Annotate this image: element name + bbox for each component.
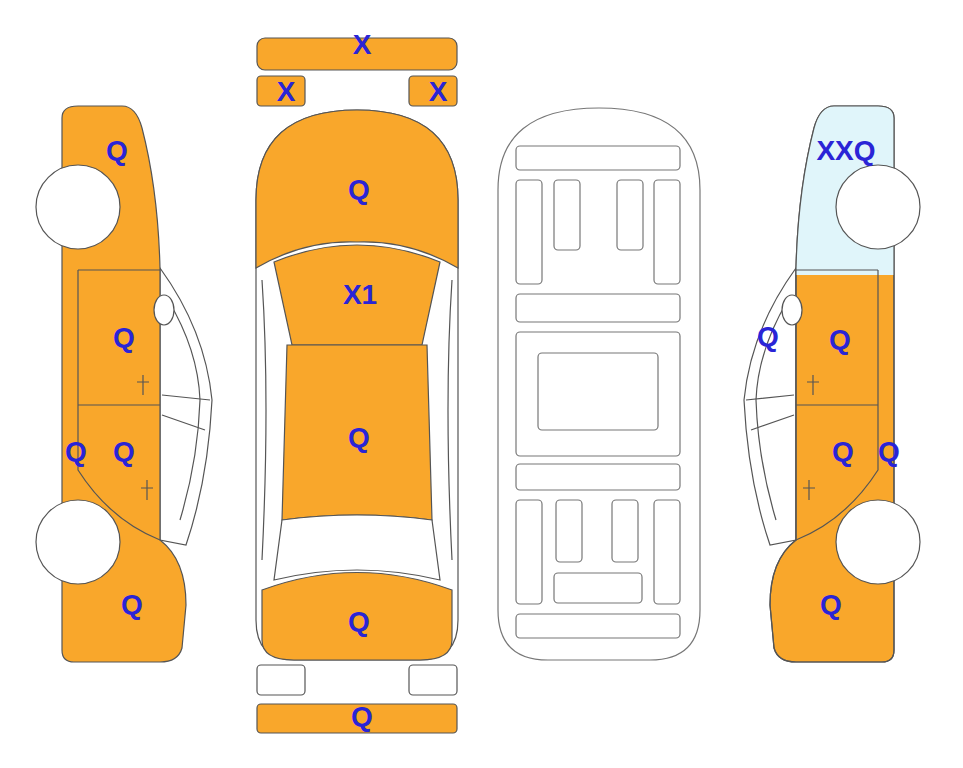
top-view xyxy=(256,38,458,733)
damage-code: Q xyxy=(348,176,370,204)
damage-code: Q xyxy=(351,703,373,731)
damage-code: X xyxy=(353,31,372,59)
underside-view xyxy=(498,108,700,660)
damage-code: X xyxy=(277,78,296,106)
damage-code: Q xyxy=(878,438,900,466)
damage-code: Q xyxy=(113,438,135,466)
damage-code: Q xyxy=(121,591,143,619)
damage-code: Q xyxy=(832,438,854,466)
damage-code: Q xyxy=(757,323,779,351)
damage-code: X1 xyxy=(343,281,377,309)
damage-code: XXQ xyxy=(816,137,875,165)
damage-code: Q xyxy=(348,608,370,636)
left-side-view xyxy=(36,106,212,662)
damage-code: Q xyxy=(65,438,87,466)
damage-code: Q xyxy=(113,324,135,352)
damage-code: Q xyxy=(106,137,128,165)
damage-code: Q xyxy=(829,326,851,354)
damage-code: Q xyxy=(820,591,842,619)
right-side-view xyxy=(744,100,920,662)
damage-code: Q xyxy=(348,424,370,452)
damage-code: X xyxy=(429,78,448,106)
